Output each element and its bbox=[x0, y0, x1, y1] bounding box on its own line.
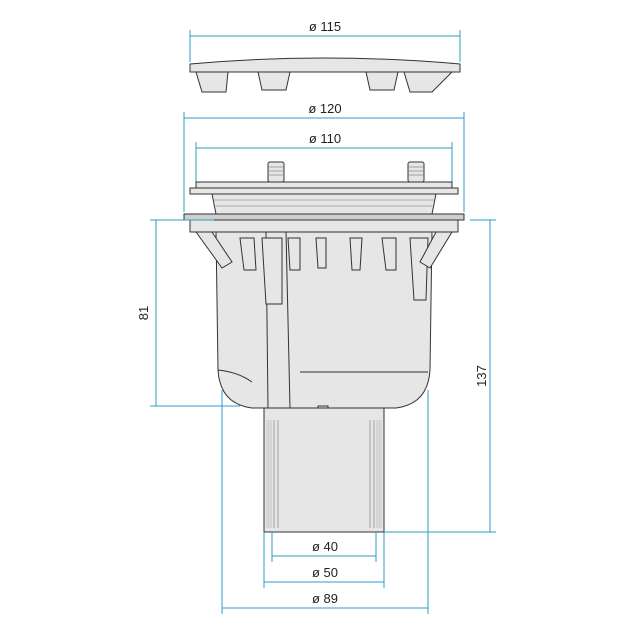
cover-diameter-label: ø 115 bbox=[309, 19, 341, 34]
total-height-label: 137 bbox=[474, 365, 489, 387]
outlet-pipe bbox=[263, 407, 385, 533]
outer-outlet-diameter-label: ø 50 bbox=[312, 565, 338, 580]
grate-assembly bbox=[183, 161, 465, 233]
dimension-flange: ø 120 bbox=[183, 100, 465, 212]
cover-plate bbox=[189, 57, 461, 93]
body-height-label: 81 bbox=[136, 306, 151, 320]
dimension-outer-outlet: ø 50 bbox=[263, 532, 385, 588]
dimension-grate: ø 110 bbox=[195, 130, 453, 184]
dimension-cover: ø 115 bbox=[189, 18, 461, 62]
dimension-inner-outlet: ø 40 bbox=[271, 532, 377, 562]
flange-diameter-label: ø 120 bbox=[308, 101, 341, 116]
dimension-total-height: 137 bbox=[384, 219, 496, 533]
inner-outlet-diameter-label: ø 40 bbox=[312, 539, 338, 554]
drain-body bbox=[195, 231, 453, 421]
grate-diameter-label: ø 110 bbox=[309, 131, 341, 146]
dimension-body-diameter: ø 89 bbox=[221, 390, 429, 614]
body-diameter-label: ø 89 bbox=[312, 591, 338, 606]
dimension-body-height: 81 bbox=[136, 219, 240, 407]
